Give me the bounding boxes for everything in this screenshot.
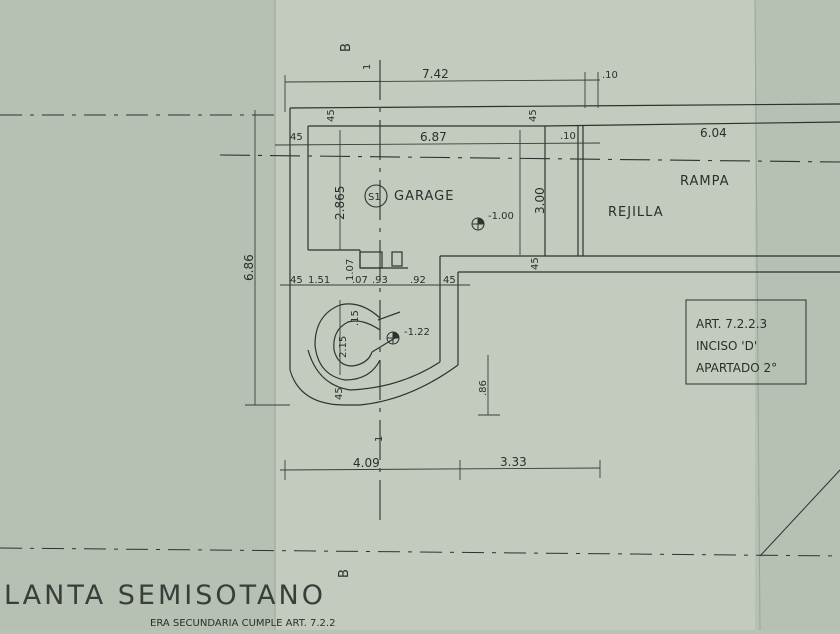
dim-wall-mid3: 45 xyxy=(443,275,456,286)
dim-wall-mid: 45 xyxy=(530,257,541,270)
dim-height-garage: 2.865 xyxy=(333,186,347,220)
ramp-label: RAMPA xyxy=(680,174,730,189)
dim-height-garage-right: 3.00 xyxy=(533,187,547,214)
dim-seg-92: .92 xyxy=(410,275,426,286)
note-line-1: ART. 7.2.2.3 xyxy=(696,317,767,331)
dim-height-total: 6.86 xyxy=(242,254,256,281)
dim-wall-mid2: 45 xyxy=(290,275,303,286)
level-marker-stair xyxy=(386,331,400,345)
dim-wall-left: 45 xyxy=(290,132,303,143)
section-mark-bottom: B xyxy=(337,568,352,578)
section-marker-1-mid: 1 xyxy=(374,436,385,442)
dim-seg-151: 1.51 xyxy=(308,275,330,286)
plan-subtitle: ERA SECUNDARIA CUMPLE ART. 7.2.2 xyxy=(150,618,335,629)
dim-inner-width: 6.87 xyxy=(420,130,447,144)
dim-wall-curve: 45 xyxy=(334,387,345,400)
section-mark-top: B xyxy=(339,42,354,52)
dim-wall-top2: 45 xyxy=(528,109,539,122)
note-line-2: INCISO 'D' xyxy=(696,339,757,353)
grate-label: REJILLA xyxy=(608,205,664,220)
dim-seg-15: .15 xyxy=(350,310,361,326)
level-marker-garage xyxy=(471,217,485,231)
room-name: GARAGE xyxy=(394,189,454,204)
dim-seg-07: .07 xyxy=(352,275,368,286)
dim-top-total: 7.42 xyxy=(422,67,449,81)
dim-ramp-gap: .10 xyxy=(560,131,576,142)
dim-seg-93: .93 xyxy=(372,275,388,286)
section-line xyxy=(219,154,840,163)
dim-top-gap: .10 xyxy=(602,70,618,81)
walls xyxy=(289,103,840,406)
dim-bottom-left: 4.09 xyxy=(353,456,380,470)
dimension-lines xyxy=(245,72,601,480)
dim-radius: 2.15 xyxy=(338,336,349,358)
dim-ramp-width: 6.04 xyxy=(700,126,727,140)
section-marker-1-top: 1 xyxy=(362,64,373,70)
room-number-bubble xyxy=(364,184,388,208)
note-line-3: APARTADO 2° xyxy=(696,361,777,375)
paper-fold-panel xyxy=(275,0,755,630)
article-note-box xyxy=(685,299,807,385)
level-stair: -1.22 xyxy=(404,327,430,338)
dim-seg-107: 1.07 xyxy=(345,259,356,281)
plan-title: LANTA SEMISOTANO xyxy=(4,580,326,611)
dim-seg-86: .86 xyxy=(478,380,489,396)
level-garage: -1.00 xyxy=(488,211,514,222)
dim-bottom-right: 3.33 xyxy=(500,455,527,469)
room-number: S1 xyxy=(368,192,381,203)
dim-wall-top: 45 xyxy=(326,109,337,122)
